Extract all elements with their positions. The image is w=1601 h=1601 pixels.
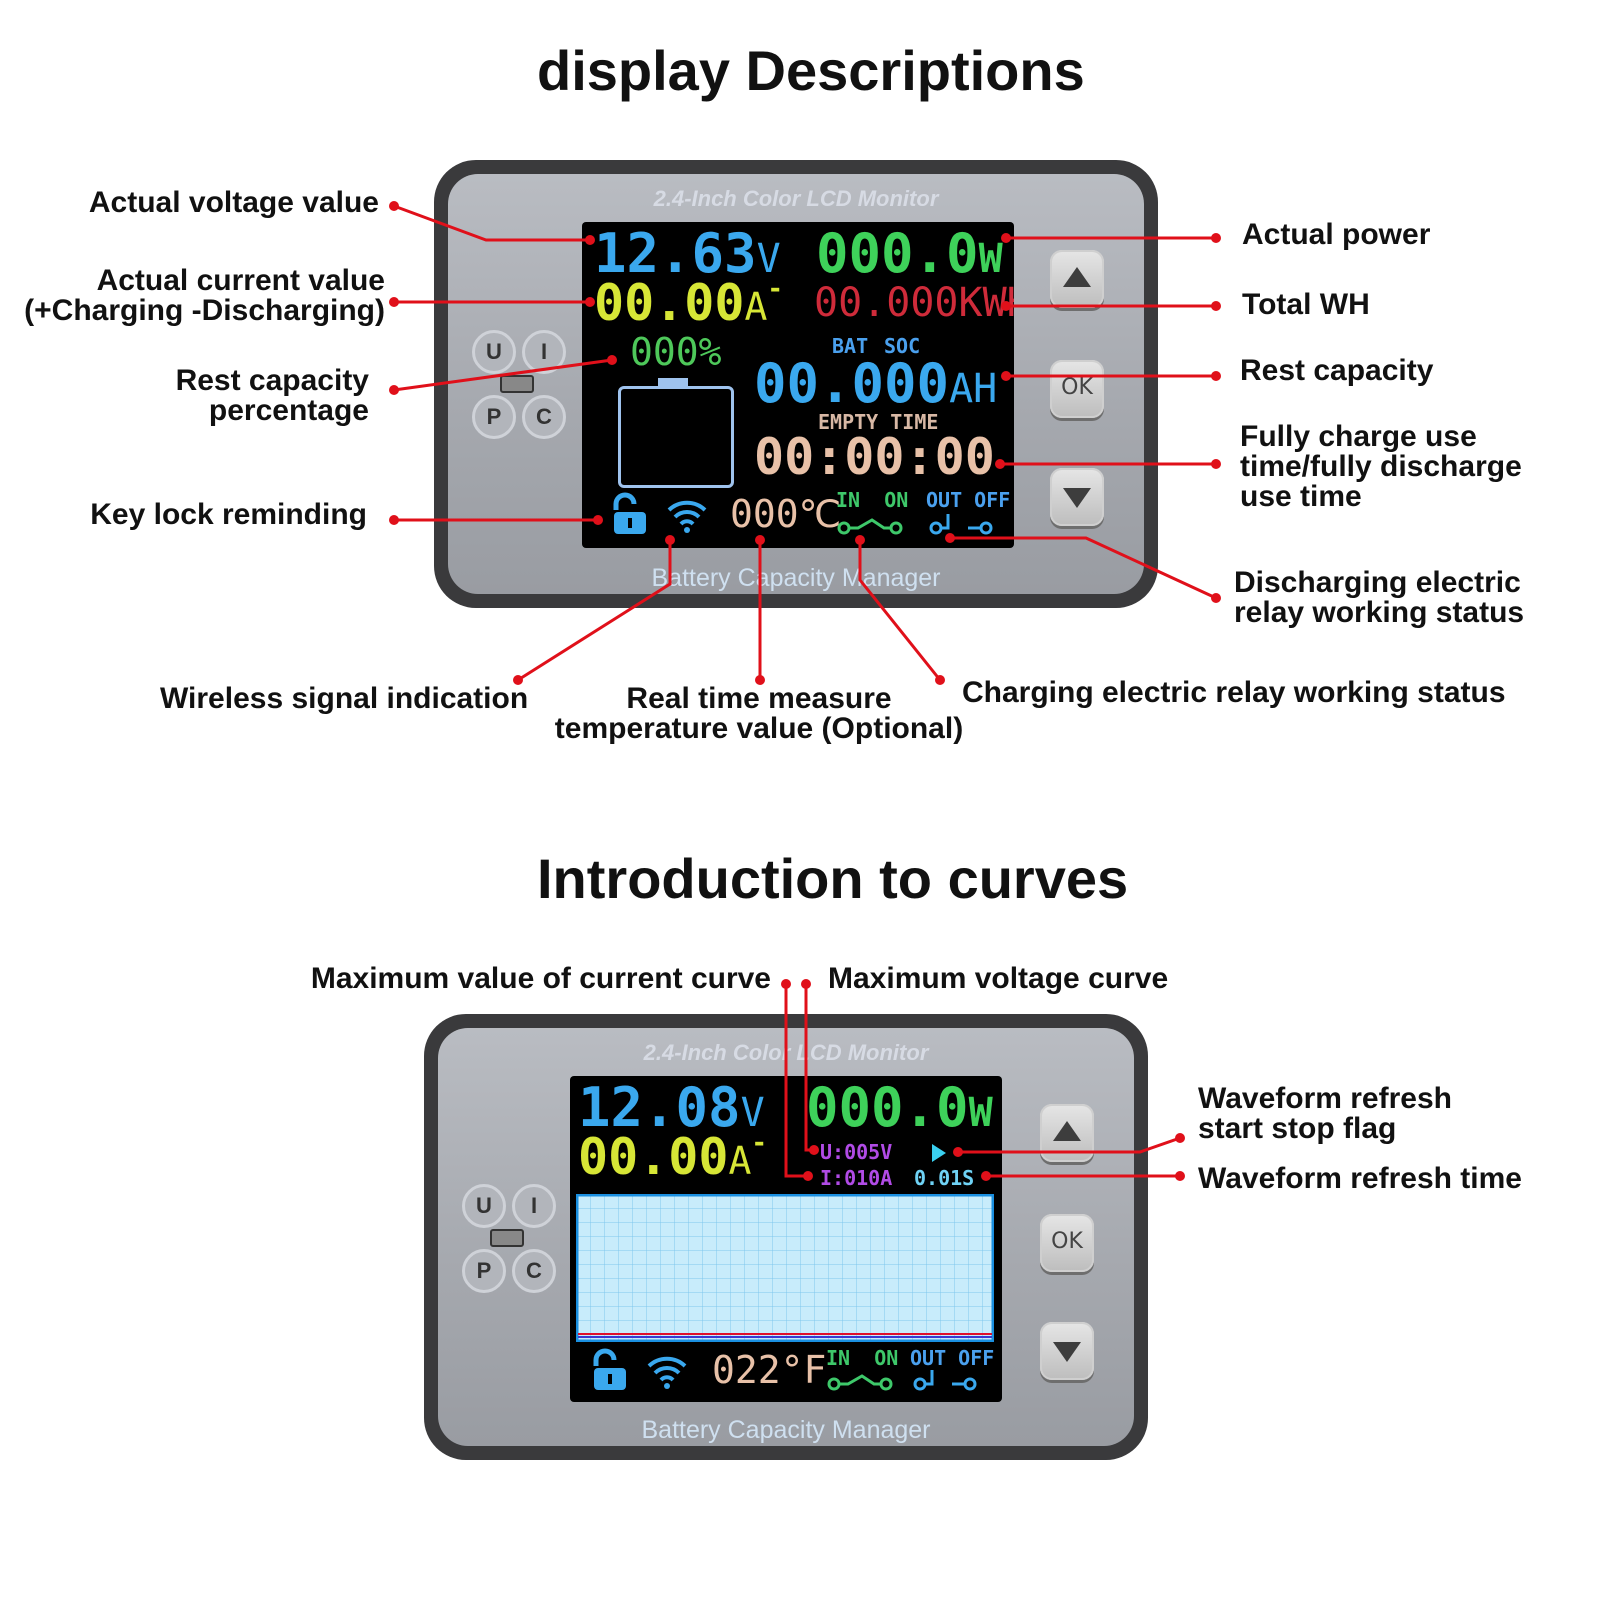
down-arrow-icon-2 — [1053, 1342, 1081, 1362]
mode-button-p-2[interactable]: P — [462, 1249, 506, 1293]
current-curve-max: I:010A — [820, 1166, 893, 1190]
current-readout: 00.00A- — [594, 274, 784, 332]
waveform-play-flag-icon — [932, 1144, 946, 1162]
label-waveform-refresh-time: Waveform refresh time — [1198, 1162, 1522, 1195]
label-actual-power: Actual power — [1242, 218, 1431, 251]
lcd-screen-main: 12.63V 000.0W 00.00A- 00.000KWH 000% BAT… — [582, 222, 1014, 548]
voltage-readout: 12.63V — [594, 222, 781, 285]
current-readout-2: 00.00A- — [578, 1128, 768, 1186]
mode-battery-icon — [500, 375, 534, 393]
voltage-readout-2: 12.08V — [578, 1076, 765, 1139]
monitor-device-top: 2.4-Inch Color LCD Monitor Battery Capac… — [434, 160, 1158, 608]
label-charging-relay: Charging electric relay working status — [962, 676, 1506, 709]
battery-level-icon — [618, 386, 734, 488]
label-temperature-line2: temperature value (Optional) — [554, 712, 964, 745]
down-arrow-icon — [1063, 488, 1091, 508]
charge-relay-switch-icon-2 — [827, 1374, 893, 1391]
curves-introduction-title: Introduction to curves — [537, 847, 1129, 910]
label-rest-capacity: Rest capacity — [1240, 354, 1434, 387]
down-button-2[interactable] — [1040, 1322, 1094, 1380]
ok-button-2[interactable]: OK — [1040, 1214, 1094, 1272]
callout-line-refresh-flag — [958, 1136, 1181, 1154]
label-max-voltage-curve: Maximum voltage curve — [828, 962, 1169, 995]
out-relay-label-2: OUT OFF — [910, 1346, 995, 1370]
mode-battery-icon-2 — [490, 1229, 524, 1247]
label-actual-current: Actual current value (+Charging -Dischar… — [24, 266, 385, 326]
callout-line-max-current — [784, 984, 808, 1178]
down-button[interactable] — [1050, 468, 1104, 526]
label-key-lock: Key lock reminding — [90, 498, 367, 531]
in-relay-label-2: IN ON — [826, 1346, 899, 1370]
callout-line-percentage — [393, 358, 613, 392]
label-waveform-flag-line2: start stop flag — [1198, 1112, 1397, 1145]
mode-button-c[interactable]: C — [522, 395, 566, 439]
label-fully-charge-time-line1: Fully charge use — [1240, 420, 1477, 453]
out-relay-label: OUT OFF — [926, 488, 1011, 512]
label-fully-charge-time: Fully charge use time/fully discharge us… — [1240, 422, 1522, 512]
discharge-relay-switch-icon-2 — [913, 1370, 977, 1391]
label-waveform-flag: Waveform refresh start stop flag — [1198, 1084, 1452, 1144]
empty-time-label: EMPTY TIME — [818, 410, 939, 434]
battery-terminal-icon — [658, 378, 688, 386]
capacity-readout: 00.000AH — [754, 352, 998, 415]
label-rest-capacity-percentage-line1: Rest capacity — [175, 364, 369, 397]
waveform-refresh-time: 0.01S — [914, 1166, 975, 1190]
wifi-icon — [667, 500, 707, 533]
label-discharging-relay: Discharging electric relay working statu… — [1234, 568, 1524, 628]
ok-button-label: OK — [1061, 375, 1093, 400]
mode-button-u-2[interactable]: U — [462, 1184, 506, 1228]
wifi-icon-2 — [647, 1356, 687, 1389]
power-readout: 000.0W — [816, 222, 1003, 285]
power-readout-2: 000.0W — [806, 1076, 993, 1139]
voltage-curve-max: U:005V — [820, 1140, 893, 1164]
label-actual-current-line2: (+Charging -Discharging) — [24, 294, 385, 327]
unlock-icon — [613, 492, 646, 534]
label-actual-current-line1: Actual current value — [96, 264, 385, 297]
label-max-current-curve: Maximum value of current curve — [310, 962, 771, 995]
label-temperature-line1: Real time measure — [626, 682, 892, 715]
label-temperature: Real time measure temperature value (Opt… — [544, 684, 974, 744]
unlock-icon-2 — [593, 1348, 626, 1390]
mode-button-u[interactable]: U — [472, 330, 516, 374]
callout-line-wireless — [517, 540, 672, 682]
callout-line-charge-relay — [858, 540, 942, 681]
label-total-wh: Total WH — [1242, 288, 1370, 321]
device-brand-label-2: Battery Capacity Manager — [641, 1416, 931, 1444]
callout-line-voltage — [393, 204, 590, 242]
label-rest-capacity-percentage-line2: percentage — [208, 394, 369, 427]
bat-label: BAT — [832, 334, 869, 358]
label-actual-voltage: Actual voltage value — [88, 186, 379, 219]
callout-line-max-voltage — [804, 984, 814, 1152]
in-relay-label: IN ON — [836, 488, 909, 512]
label-discharging-relay-line1: Discharging electric — [1234, 566, 1521, 599]
device-brand-label: Battery Capacity Manager — [651, 564, 941, 592]
mode-button-p[interactable]: P — [472, 395, 516, 439]
up-arrow-icon-2 — [1053, 1121, 1081, 1141]
charge-relay-switch-icon — [837, 518, 903, 535]
time-readout: 00:00:00 — [754, 428, 995, 486]
mode-button-c-2[interactable]: C — [512, 1249, 556, 1293]
device-model-label: 2.4-Inch Color LCD Monitor — [653, 186, 939, 211]
up-button[interactable] — [1050, 250, 1104, 308]
ok-button-label-2: OK — [1051, 1229, 1083, 1254]
label-rest-capacity-percentage: Rest capacity percentage — [176, 366, 369, 426]
label-fully-charge-time-line2: time/fully discharge — [1240, 450, 1522, 483]
up-arrow-icon — [1063, 267, 1091, 287]
ok-button[interactable]: OK — [1050, 360, 1104, 418]
temperature-readout: 000℃ — [730, 492, 842, 536]
mode-button-i-2[interactable]: I — [512, 1184, 556, 1228]
display-descriptions-title: display Descriptions — [537, 39, 1085, 102]
waveform-grid — [576, 1194, 994, 1342]
energy-readout: 00.000KWH — [814, 280, 1014, 326]
label-discharging-relay-line2: relay working status — [1234, 596, 1525, 629]
label-waveform-flag-line1: Waveform refresh — [1198, 1082, 1452, 1115]
percentage-readout: 000% — [630, 330, 722, 374]
label-fully-charge-time-line3: use time — [1240, 480, 1362, 513]
discharge-relay-switch-icon — [929, 514, 993, 535]
callout-line-discharge-relay — [950, 536, 1217, 600]
temperature-readout-2: 022°F — [712, 1348, 827, 1392]
label-wireless-signal: Wireless signal indication — [160, 682, 529, 715]
soc-label: SOC — [884, 334, 921, 358]
